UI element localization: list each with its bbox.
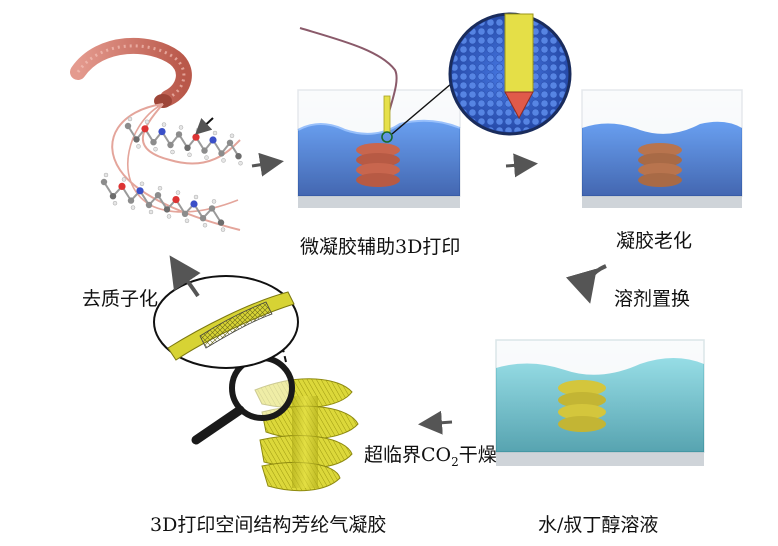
molecule-hydrogen — [204, 155, 209, 160]
molecule-hydrogen — [184, 218, 190, 224]
arrow-to-fiber — [169, 255, 201, 298]
label-product: 3D打印空间结构芳纶气凝胶 — [150, 514, 387, 536]
molecule-atom — [209, 136, 217, 144]
molecule-hydrogen — [144, 119, 150, 125]
label-micro-gel-printing: 微凝胶辅助3D打印 — [300, 236, 461, 258]
molecule-hydrogen — [130, 205, 136, 210]
molecule-atom — [199, 215, 207, 222]
molecule-atom — [141, 125, 149, 133]
molecule-atom — [158, 128, 166, 136]
molecule-chain-upper — [124, 116, 243, 166]
molecule-hydrogen — [238, 160, 243, 166]
printed-helix — [356, 143, 400, 187]
molecule-atom — [154, 192, 162, 199]
molecule-hydrogen — [211, 199, 217, 204]
molecule-atom — [145, 201, 153, 209]
molecule-atom — [175, 131, 183, 138]
molecule-hydrogen — [187, 152, 192, 158]
aging-tank — [581, 89, 743, 208]
molecule-atom — [136, 187, 144, 195]
molecule-hydrogen — [103, 172, 109, 178]
fiber-zoom-inset — [153, 275, 299, 369]
molecule-hydrogen — [139, 181, 145, 187]
printing-tank — [297, 27, 461, 208]
molecule-hydrogen — [229, 133, 235, 139]
molecule-atom — [184, 144, 191, 151]
molecule-atom — [150, 139, 157, 146]
arrow-to-exchange — [566, 264, 607, 304]
molecule-atom — [218, 150, 225, 157]
molecule-hydrogen — [178, 125, 184, 130]
arrow-to-drying — [418, 410, 453, 435]
molecule-hydrogen — [221, 158, 226, 163]
molecule-chain-lower — [100, 172, 226, 232]
molecule-hydrogen — [136, 144, 141, 149]
molecule-atom — [181, 210, 189, 217]
molecule-hydrogen — [193, 194, 199, 200]
molecule-atom — [118, 182, 126, 190]
molecule-atom — [109, 193, 117, 200]
label-solvent: 水/叔丁醇溶液 — [538, 514, 659, 536]
molecule-atom — [167, 141, 174, 149]
molecule-hydrogen — [170, 149, 175, 155]
label-gel-aging: 凝胶老化 — [616, 230, 693, 252]
molecule-hydrogen — [202, 222, 208, 228]
molecule-atom — [163, 206, 171, 213]
molecule-atom — [190, 200, 198, 208]
molecule-hydrogen — [112, 200, 118, 206]
molecule-atom — [100, 178, 108, 186]
label-deprotonation: 去质子化 — [82, 288, 159, 310]
molecule-hydrogen — [175, 190, 181, 195]
bond-pointer-arrow — [195, 117, 214, 135]
molecule-hydrogen — [127, 116, 133, 122]
molecule-atom — [133, 136, 140, 143]
molecule-hydrogen — [161, 122, 167, 127]
molecule-hydrogen — [153, 146, 158, 152]
molecule-hydrogen — [121, 177, 127, 182]
molecule-atom — [208, 205, 216, 212]
molecule-atom — [226, 139, 234, 146]
molecule-atom — [201, 147, 208, 154]
label-co2-drying: 超临界CO2干燥 — [364, 444, 497, 469]
molecule-atom — [217, 219, 225, 226]
label-solvent-exchange: 溶剂置换 — [614, 288, 691, 310]
arrow-to-aging — [505, 153, 538, 178]
molecule-hydrogen — [157, 185, 163, 191]
solvent-tank — [495, 339, 705, 466]
molecule-hydrogen — [166, 214, 172, 219]
molecule-hydrogen — [220, 227, 226, 232]
molecule-atom — [235, 153, 242, 160]
molecule-atom — [172, 196, 180, 204]
molecule-hydrogen — [212, 130, 218, 136]
molecule-atom — [127, 197, 135, 204]
molecule-atom — [192, 133, 200, 141]
zoom-leader-line — [391, 77, 459, 135]
molecule-hydrogen — [148, 209, 154, 215]
arrow-to-printing — [251, 152, 284, 177]
nozzle-zoom-inset — [448, 12, 572, 136]
molecule-atom — [124, 122, 132, 130]
